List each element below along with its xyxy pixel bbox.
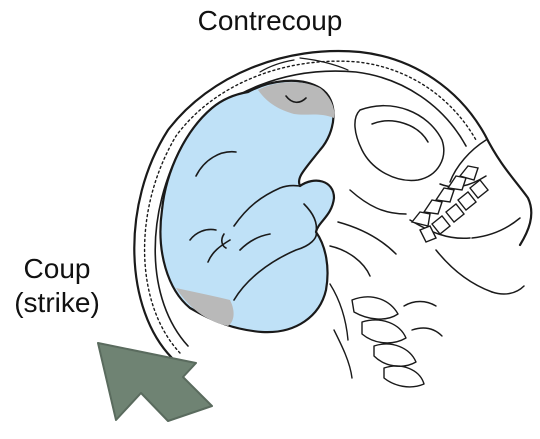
face-bones [330, 106, 524, 294]
teeth [412, 166, 488, 242]
vertebrae [330, 284, 442, 387]
impact-arrow-icon [98, 343, 212, 421]
brain [160, 81, 334, 332]
